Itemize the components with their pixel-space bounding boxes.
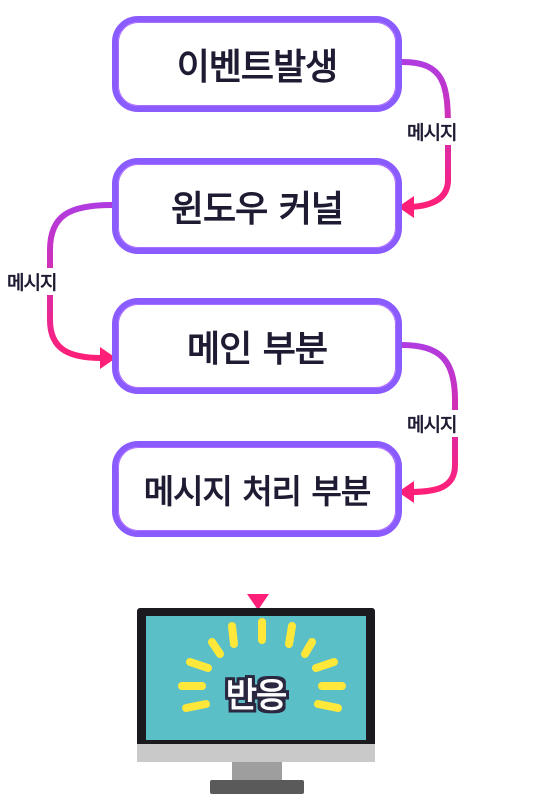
edge-label-3: 메시지 — [404, 410, 460, 437]
edge-arrowhead-2 — [100, 347, 116, 369]
edge-label-2: 메시지 — [4, 268, 60, 295]
edge-arrow-3 — [399, 342, 458, 495]
node-label: 메인 부분 — [186, 329, 328, 370]
node-event-occurrence: 이벤트발생 — [112, 16, 402, 112]
monitor-icon — [137, 608, 375, 794]
node-main-part: 메인 부분 — [112, 298, 402, 394]
node-label: 윈도우 커널 — [170, 189, 344, 230]
edge-arrowhead-1 — [398, 196, 414, 218]
ray-burst-icon — [178, 618, 346, 712]
edge-arrowhead-3 — [398, 481, 414, 503]
node-message-handling-part: 메시지 처리 부분 — [112, 441, 402, 537]
node-windows-kernel: 윈도우 커널 — [112, 158, 402, 254]
node-label: 메시지 처리 부분 — [143, 472, 371, 511]
node-label: 이벤트발생 — [176, 47, 339, 88]
edge-label-1: 메시지 — [404, 118, 460, 145]
screen-label: 반응 — [225, 676, 288, 716]
edge-arrowhead-4 — [247, 594, 269, 610]
